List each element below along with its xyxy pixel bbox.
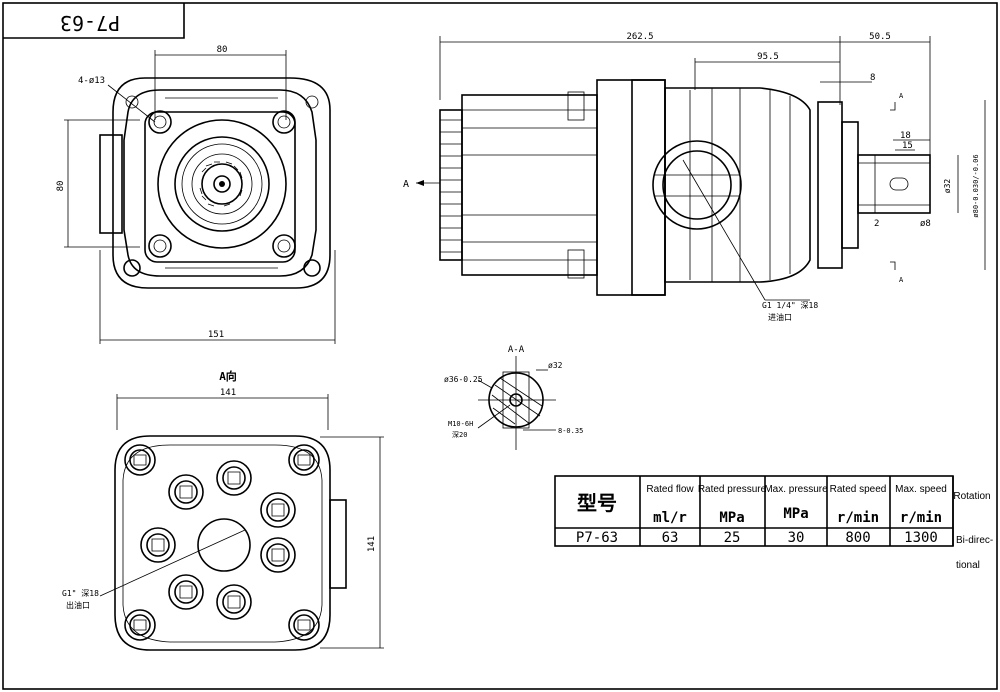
table-cell-rotation-cont: tional (956, 560, 980, 571)
table-unit-max-pressure: MPa (783, 506, 808, 522)
section-circle (488, 372, 544, 428)
side-dim-overall: 262.5 (626, 32, 653, 42)
section-m10: M10-6H (448, 420, 473, 428)
section-aa: A-A ø32 ø36-0.25 M10-6H 深20 8-0.35 (444, 345, 583, 450)
side-view: 262.5 50.5 95.5 8 (403, 32, 986, 322)
table-header-max-speed: Max. speed (895, 484, 947, 495)
outlet-port (197, 518, 251, 572)
table-header-model: 型号 (577, 492, 617, 515)
rear-dim-right: 141 (367, 536, 377, 552)
side-dim-d32: ø32 (943, 179, 952, 194)
front-dim-bottom: 151 (208, 330, 224, 340)
table-header-rated-speed: Rated speed (830, 484, 887, 495)
section-key: 8-0.35 (558, 427, 583, 435)
section-mark-bottom: A (899, 276, 904, 284)
table-header-flow: Rated flow (646, 484, 694, 495)
outlet-label-2: 出油口 (66, 600, 90, 610)
front-dim-left: 80 (56, 181, 66, 192)
table-cell-rated-pressure: 25 (724, 530, 741, 546)
side-dim-d80: ø80-0.030/-0.06 (972, 154, 980, 217)
rear-view-title: A向 (219, 369, 237, 383)
section-mark-top: A (899, 92, 904, 100)
front-view: 80 80 151 4-ø13 (56, 45, 336, 344)
title-text: P7-63 (60, 11, 120, 35)
title-box: P7-63 (3, 3, 185, 39)
inlet-label-2: 进油口 (768, 312, 792, 322)
spec-table: 型号 Rated flow Rated pressure Max. pressu… (554, 475, 993, 571)
side-dim-d8: ø8 (920, 219, 931, 229)
table-unit-rated-pressure: MPa (719, 510, 744, 526)
table-header-max-pressure: Max. pressure (764, 484, 828, 495)
pilot-circle (157, 119, 287, 249)
inlet-port (652, 140, 742, 230)
section-depth: 深20 (452, 430, 467, 439)
table-cell-model: P7-63 (576, 530, 618, 546)
front-bolt-holes (123, 95, 321, 277)
table-cell-flow: 63 (662, 530, 679, 546)
side-dim-2: 2 (874, 219, 879, 229)
section-d36: ø36-0.25 (444, 375, 483, 384)
outlet-label-1: G1" 深18 (62, 589, 99, 598)
rear-dim-top: 141 (220, 388, 236, 398)
side-dim-18: 18 (900, 131, 911, 141)
table-cell-max-speed: 1300 (904, 530, 938, 546)
section-title: A-A (508, 345, 525, 355)
table-cell-rated-speed: 800 (845, 530, 870, 546)
table-unit-rated-speed: r/min (837, 510, 879, 526)
table-header-rotation: Rotation (953, 491, 990, 502)
rear-bolts (124, 444, 320, 641)
front-hole-label: 4-ø13 (78, 76, 105, 86)
front-dim-top: 80 (217, 45, 228, 55)
table-header-rated-pressure: Rated pressure (698, 484, 767, 495)
side-dim-shaft: 50.5 (869, 32, 891, 42)
table-cell-max-pressure: 30 (788, 530, 805, 546)
view-arrow-label: A (403, 179, 409, 190)
table-unit-max-speed: r/min (900, 510, 942, 526)
side-dim-8: 8 (870, 73, 875, 83)
section-d32: ø32 (548, 361, 563, 370)
side-dim-mid: 95.5 (757, 52, 779, 62)
inlet-label-1: G1 1/4" 深18 (762, 301, 818, 310)
table-cell-rotation: Bi-direc- (956, 535, 993, 546)
side-dim-15: 15 (902, 141, 913, 151)
rear-view: A向 141 141 G1" 深18 出油口 (62, 369, 384, 651)
table-unit-flow: ml/r (653, 510, 687, 526)
